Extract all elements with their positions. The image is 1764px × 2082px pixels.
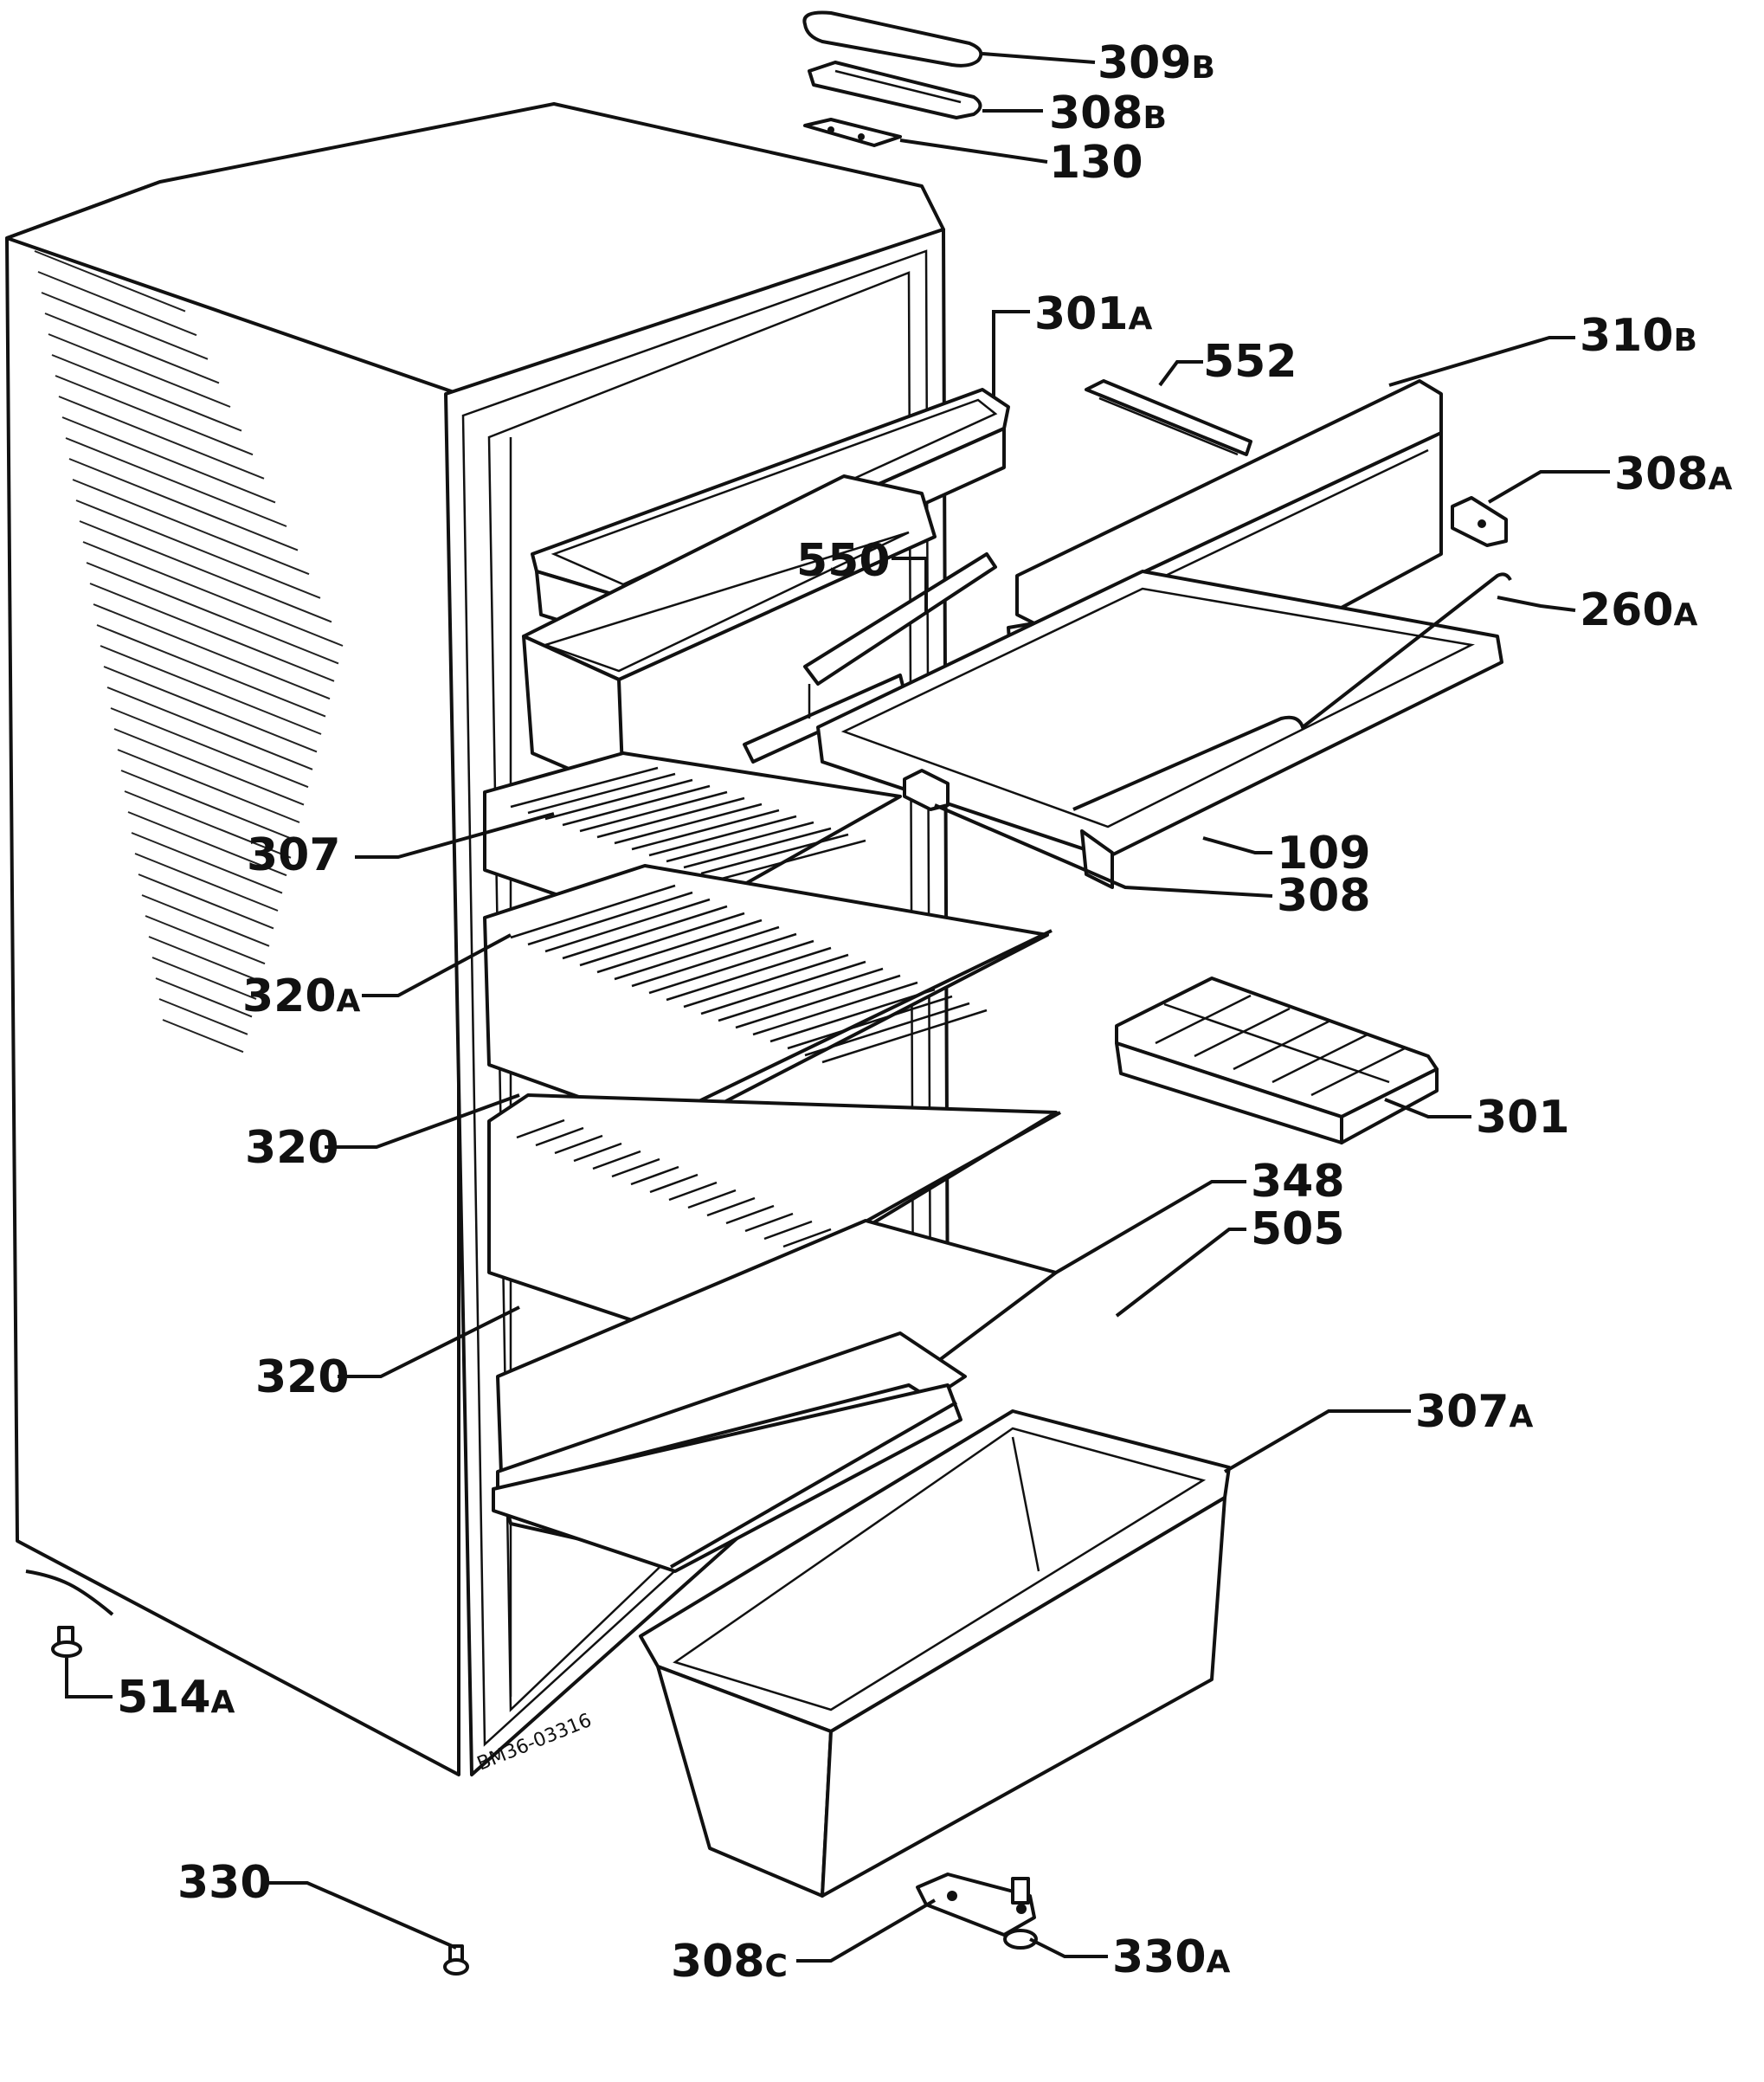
label-320-upper: 320 — [245, 1122, 339, 1174]
shelf-320-lower — [487, 1093, 1061, 1339]
leader-lines — [65, 52, 1610, 1963]
latch-308 — [903, 769, 950, 811]
callout-labels: 309B 308B 130 301A 552 310B 308A 550 260… — [117, 37, 1733, 1988]
label-307a: 307A — [1415, 1386, 1534, 1438]
hinge-130 — [803, 118, 902, 147]
hinge-plate-308b — [808, 61, 982, 119]
label-320-lower: 320 — [255, 1351, 350, 1403]
label-505: 505 — [1251, 1203, 1345, 1255]
label-308a: 308A — [1614, 448, 1733, 500]
label-348: 348 — [1251, 1156, 1345, 1208]
freezer-compartment-box — [522, 474, 937, 794]
hinge-cover-309b — [802, 10, 983, 68]
label-309b: 309B — [1098, 37, 1215, 89]
label-130: 130 — [1049, 137, 1143, 189]
label-308c: 308C — [671, 1936, 788, 1988]
label-550: 550 — [796, 535, 891, 587]
wire-260a — [1072, 572, 1512, 811]
label-307: 307 — [247, 829, 341, 881]
label-320a: 320A — [242, 970, 361, 1022]
rail-552 — [1085, 379, 1252, 456]
label-301: 301 — [1476, 1092, 1570, 1144]
label-308: 308 — [1277, 870, 1371, 922]
label-260a: 260A — [1580, 584, 1698, 636]
label-330: 330 — [177, 1857, 272, 1909]
crisper-bin-307a — [639, 1409, 1231, 1898]
bracket-308a — [1451, 496, 1508, 547]
label-308b: 308B — [1049, 87, 1167, 139]
foot-514a — [51, 1626, 82, 1658]
screw-330a — [1003, 1877, 1038, 1950]
label-552: 552 — [1203, 336, 1297, 388]
label-514a: 514A — [117, 1672, 235, 1724]
label-330a: 330A — [1112, 1931, 1231, 1983]
glass-shelf-bottom — [492, 1383, 962, 1573]
screw-330 — [443, 1944, 469, 1976]
side-panel-shading — [34, 250, 344, 1054]
label-301a: 301A — [1034, 288, 1153, 340]
label-310b: 310B — [1580, 310, 1697, 362]
shelf-320-upper — [483, 864, 1053, 1131]
ice-tray-301 — [1115, 977, 1439, 1144]
drip-tray-109 — [816, 570, 1503, 889]
label-109: 109 — [1277, 828, 1371, 880]
